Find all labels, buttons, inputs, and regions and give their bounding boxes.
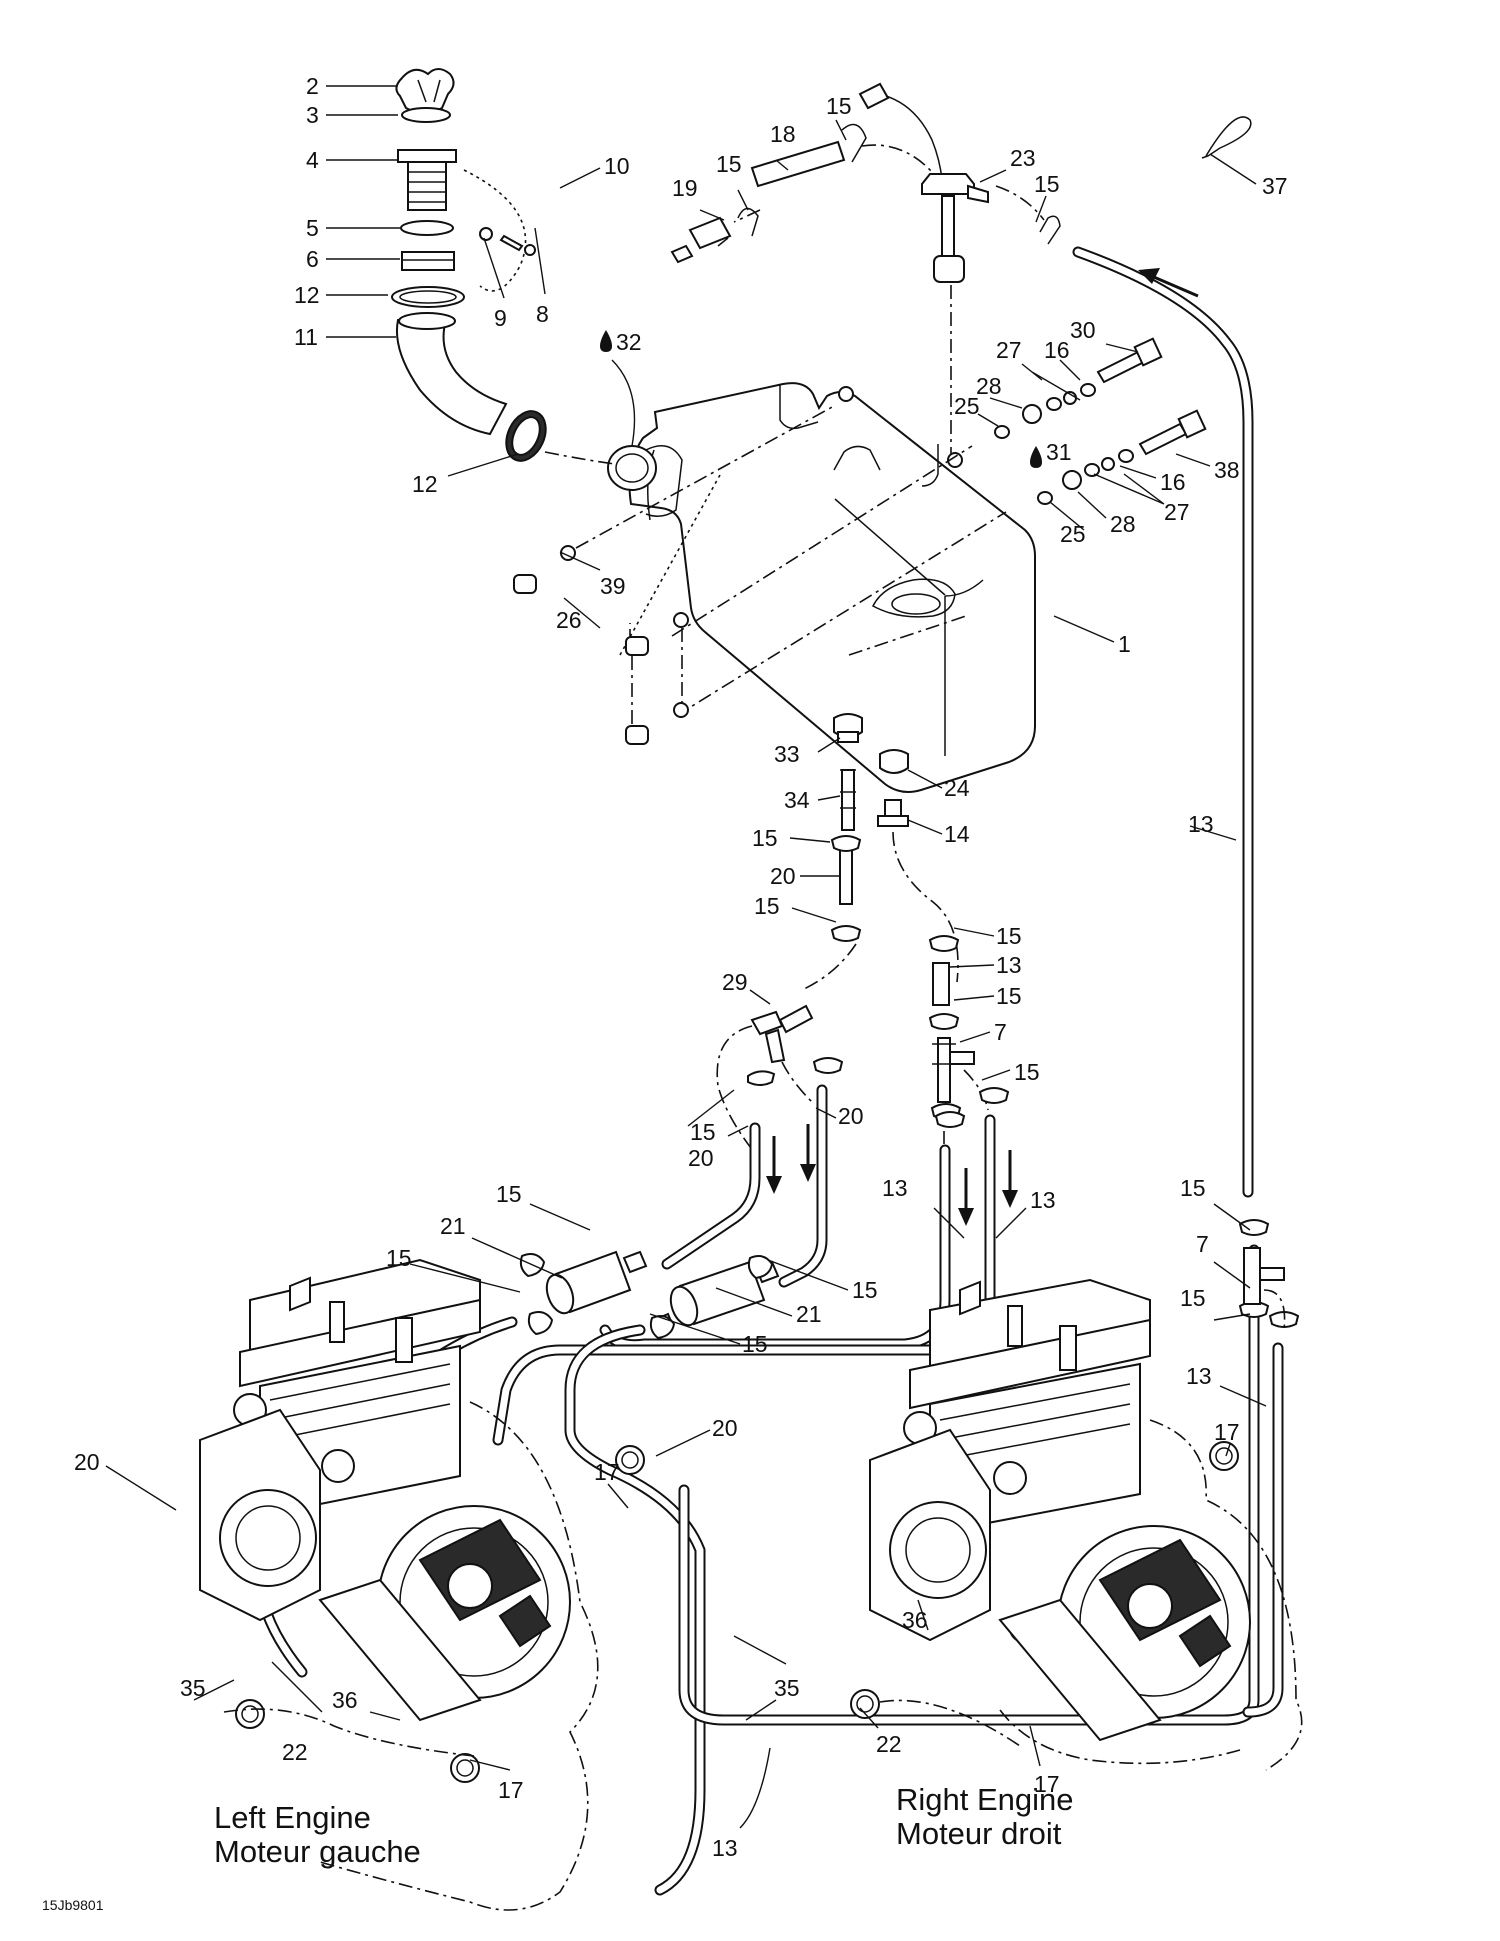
callout: 20 [770,863,796,889]
callout: 3 [306,102,319,128]
callout: 13 [996,952,1022,978]
callout: 7 [994,1019,1007,1045]
callout: 15 [752,825,778,851]
callout: 20 [688,1145,714,1171]
callout: 25 [1060,521,1086,547]
callout: 31 [1046,439,1072,465]
filler-cap-assembly [391,68,547,462]
callout: 1 [1118,631,1131,657]
flow-arrows-down [766,1124,1018,1226]
engine-captions: Left Engine Moteur gauche Right Engine M… [214,1782,1074,1869]
callout: 12 [412,471,438,497]
right-engine [869,1278,1303,1771]
callout: 4 [306,147,319,173]
callout: 26 [556,607,582,633]
callout: 17 [1034,1771,1060,1797]
callout: 15 [716,151,742,177]
callout: 15 [690,1119,716,1145]
callout: 15 [1180,1175,1206,1201]
callout: 22 [876,1731,902,1757]
callout: 35 [774,1675,800,1701]
callout: 20 [838,1103,864,1129]
clip-37 [1201,116,1252,159]
callout: 9 [494,305,507,331]
callout: 7 [1196,1231,1209,1257]
callout: 15 [1180,1285,1206,1311]
vent-tube-assembly [670,82,1254,1198]
callout: 17 [594,1459,620,1485]
callout: 39 [600,573,626,599]
callout: 37 [1262,173,1288,199]
callout: 18 [770,121,796,147]
callout: 15 [742,1331,768,1357]
callout: 28 [976,373,1002,399]
left-engine-caption-en: Left Engine [214,1800,371,1835]
right-branch [928,935,1010,1144]
callout: 13 [882,1175,908,1201]
callout: 15 [754,893,780,919]
callout: 11 [294,324,318,350]
leader-lines [105,85,1267,1829]
callout: 36 [332,1687,358,1713]
oil-drop-icon [1030,446,1042,468]
callout: 27 [1164,499,1190,525]
left-engine [199,1258,599,1911]
callout: 14 [944,821,970,847]
callout: 13 [1188,811,1214,837]
callout: 24 [944,775,970,801]
callout: 2 [306,73,319,99]
callout: 20 [712,1415,738,1441]
callout: 35 [180,1675,206,1701]
callout: 17 [498,1777,524,1803]
callout: 17 [1214,1419,1240,1445]
callout: 22 [282,1739,308,1765]
callout: 10 [604,153,630,179]
figure-code: 15Jb9801 [42,1897,104,1913]
oil-tank [607,382,1036,793]
callout: 30 [1070,317,1096,343]
callout: 13 [1186,1363,1212,1389]
callout: 15 [496,1181,522,1207]
callout: 15 [852,1277,878,1303]
mounting-hardware [513,337,1207,745]
callout: 33 [774,741,800,767]
callout-labels: 2 3 4 5 6 12 11 9 8 10 12 32 19 15 18 15… [74,73,1288,1861]
tank-outlets [716,713,959,1153]
callout: 12 [294,282,320,308]
callout: 16 [1044,337,1070,363]
callout: 13 [1030,1187,1056,1213]
flow-arrow-vent [1138,268,1199,298]
callout: 15 [996,923,1022,949]
oil-drop-icon [600,330,612,352]
callout: 8 [536,301,549,327]
right-engine-caption-fr: Moteur droit [896,1816,1062,1851]
callout: 5 [306,215,319,241]
callout: 34 [784,787,810,813]
callout: 19 [672,175,698,201]
callout: 13 [712,1835,738,1861]
callout: 6 [306,246,319,272]
callout: 23 [1010,145,1036,171]
callout: 27 [996,337,1022,363]
callout: 38 [1214,457,1240,483]
callout: 21 [796,1301,822,1327]
callout: 20 [74,1449,100,1475]
callout: 15 [1034,171,1060,197]
callout: 15 [826,93,852,119]
callout: 28 [1110,511,1136,537]
callout: 32 [616,329,642,355]
callout: 15 [1014,1059,1040,1085]
right-engine-caption-en: Right Engine [896,1782,1074,1817]
callout: 36 [902,1607,928,1633]
left-engine-caption-fr: Moteur gauche [214,1834,421,1869]
callout: 16 [1160,469,1186,495]
callout: 25 [954,393,980,419]
callout: 15 [386,1245,412,1271]
callout: 21 [440,1213,466,1239]
callout: 15 [996,983,1022,1009]
callout: 29 [722,969,748,995]
